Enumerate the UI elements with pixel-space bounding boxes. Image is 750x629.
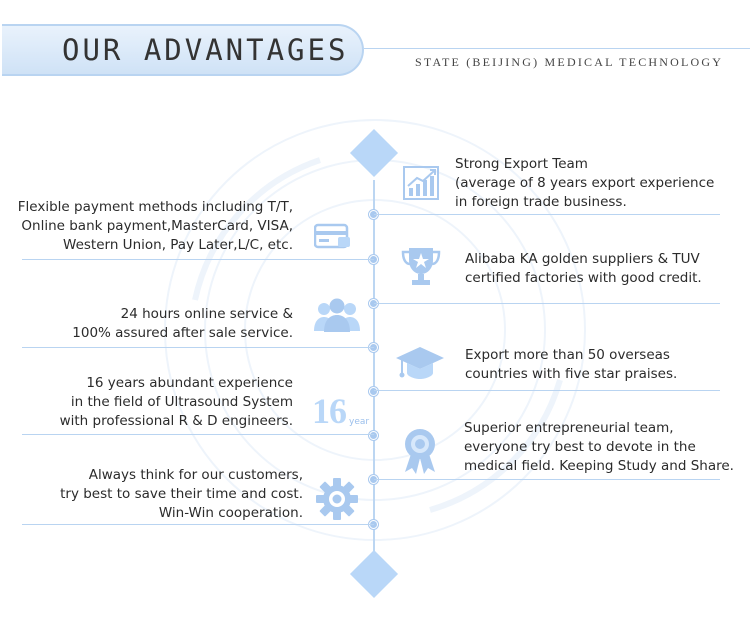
- advantage-line: Alibaba KA golden suppliers & TUV: [465, 251, 700, 267]
- advantage-line: Export more than 50 overseas: [465, 347, 670, 363]
- header-divider: [364, 48, 750, 49]
- advantage-line: in foreign trade business.: [455, 194, 627, 210]
- divider-right: [374, 303, 720, 304]
- divider-right: [374, 214, 720, 215]
- company-subtitle: STATE (BEIJING) MEDICAL TECHNOLOGY: [415, 55, 724, 69]
- advantage-line: in the field of Ultrasound System: [70, 394, 293, 410]
- divider-right: [374, 479, 720, 480]
- graduation-cap-icon: [394, 345, 446, 385]
- advantage-line: Online bank payment,MasterCard, VISA,: [21, 218, 293, 234]
- timeline-spine: [373, 180, 375, 556]
- trophy-icon: [400, 245, 442, 293]
- advantage-text-export-team: Strong Export Team (average of 8 years e…: [455, 155, 714, 212]
- gear-icon: [315, 477, 359, 525]
- award-ribbon-icon: [402, 428, 438, 478]
- year-label: year: [349, 417, 370, 427]
- advantage-line: Superior entrepreneurial team,: [464, 420, 674, 436]
- advantage-text-customers: Always think for our customers, try best…: [60, 466, 303, 523]
- advantage-line: 100% assured after sale service.: [72, 325, 293, 341]
- divider-left: [22, 524, 374, 525]
- advantage-line: try best to save their time and cost.: [60, 486, 303, 502]
- advantage-text-payment: Flexible payment methods including T/T, …: [18, 198, 293, 255]
- advantage-line: certified factories with good credit.: [465, 270, 702, 286]
- growth-chart-icon: [403, 166, 439, 204]
- advantage-text-online-service: 24 hours online service & 100% assured a…: [72, 305, 293, 343]
- advantage-text-experience: 16 years abundant experience in the fiel…: [60, 374, 293, 431]
- timeline-dot: [369, 387, 378, 396]
- divider-left: [22, 434, 374, 435]
- advantage-line: with professional R & D engineers.: [59, 413, 293, 429]
- divider-right: [374, 390, 720, 391]
- advantage-text-entrepreneurial-team: Superior entrepreneurial team, everyone …: [464, 419, 734, 476]
- advantage-text-alibaba: Alibaba KA golden suppliers & TUV certif…: [465, 250, 702, 288]
- advantage-line: countries with five star praises.: [465, 366, 678, 382]
- advantage-line: everyone try best to devote in the: [464, 439, 696, 455]
- advantage-line: Flexible payment methods including T/T,: [17, 199, 293, 215]
- advantage-text-export-countries: Export more than 50 overseas countries w…: [465, 346, 677, 384]
- divider-left: [22, 347, 374, 348]
- advantage-line: Win-Win cooperation.: [158, 505, 303, 521]
- advantage-line: 24 hours online service &: [120, 306, 293, 322]
- advantage-line: medical field. Keeping Study and Share.: [464, 458, 734, 474]
- advantage-line: 16 years abundant experience: [86, 375, 293, 391]
- credit-card-icon: [313, 222, 352, 254]
- advantage-line: Western Union, Pay Later,L/C, etc.: [63, 237, 293, 253]
- advantage-line: Strong Export Team: [455, 156, 588, 172]
- advantage-line: Always think for our customers,: [88, 467, 303, 483]
- divider-left: [22, 259, 374, 260]
- team-people-icon: [313, 297, 361, 337]
- page-title: OUR ADVANTAGES: [62, 33, 349, 67]
- timeline-dot: [369, 431, 378, 440]
- advantage-line: (average of 8 years export experience: [455, 175, 715, 191]
- header-banner: [2, 24, 364, 76]
- sixteen-year-icon: 16: [312, 391, 347, 431]
